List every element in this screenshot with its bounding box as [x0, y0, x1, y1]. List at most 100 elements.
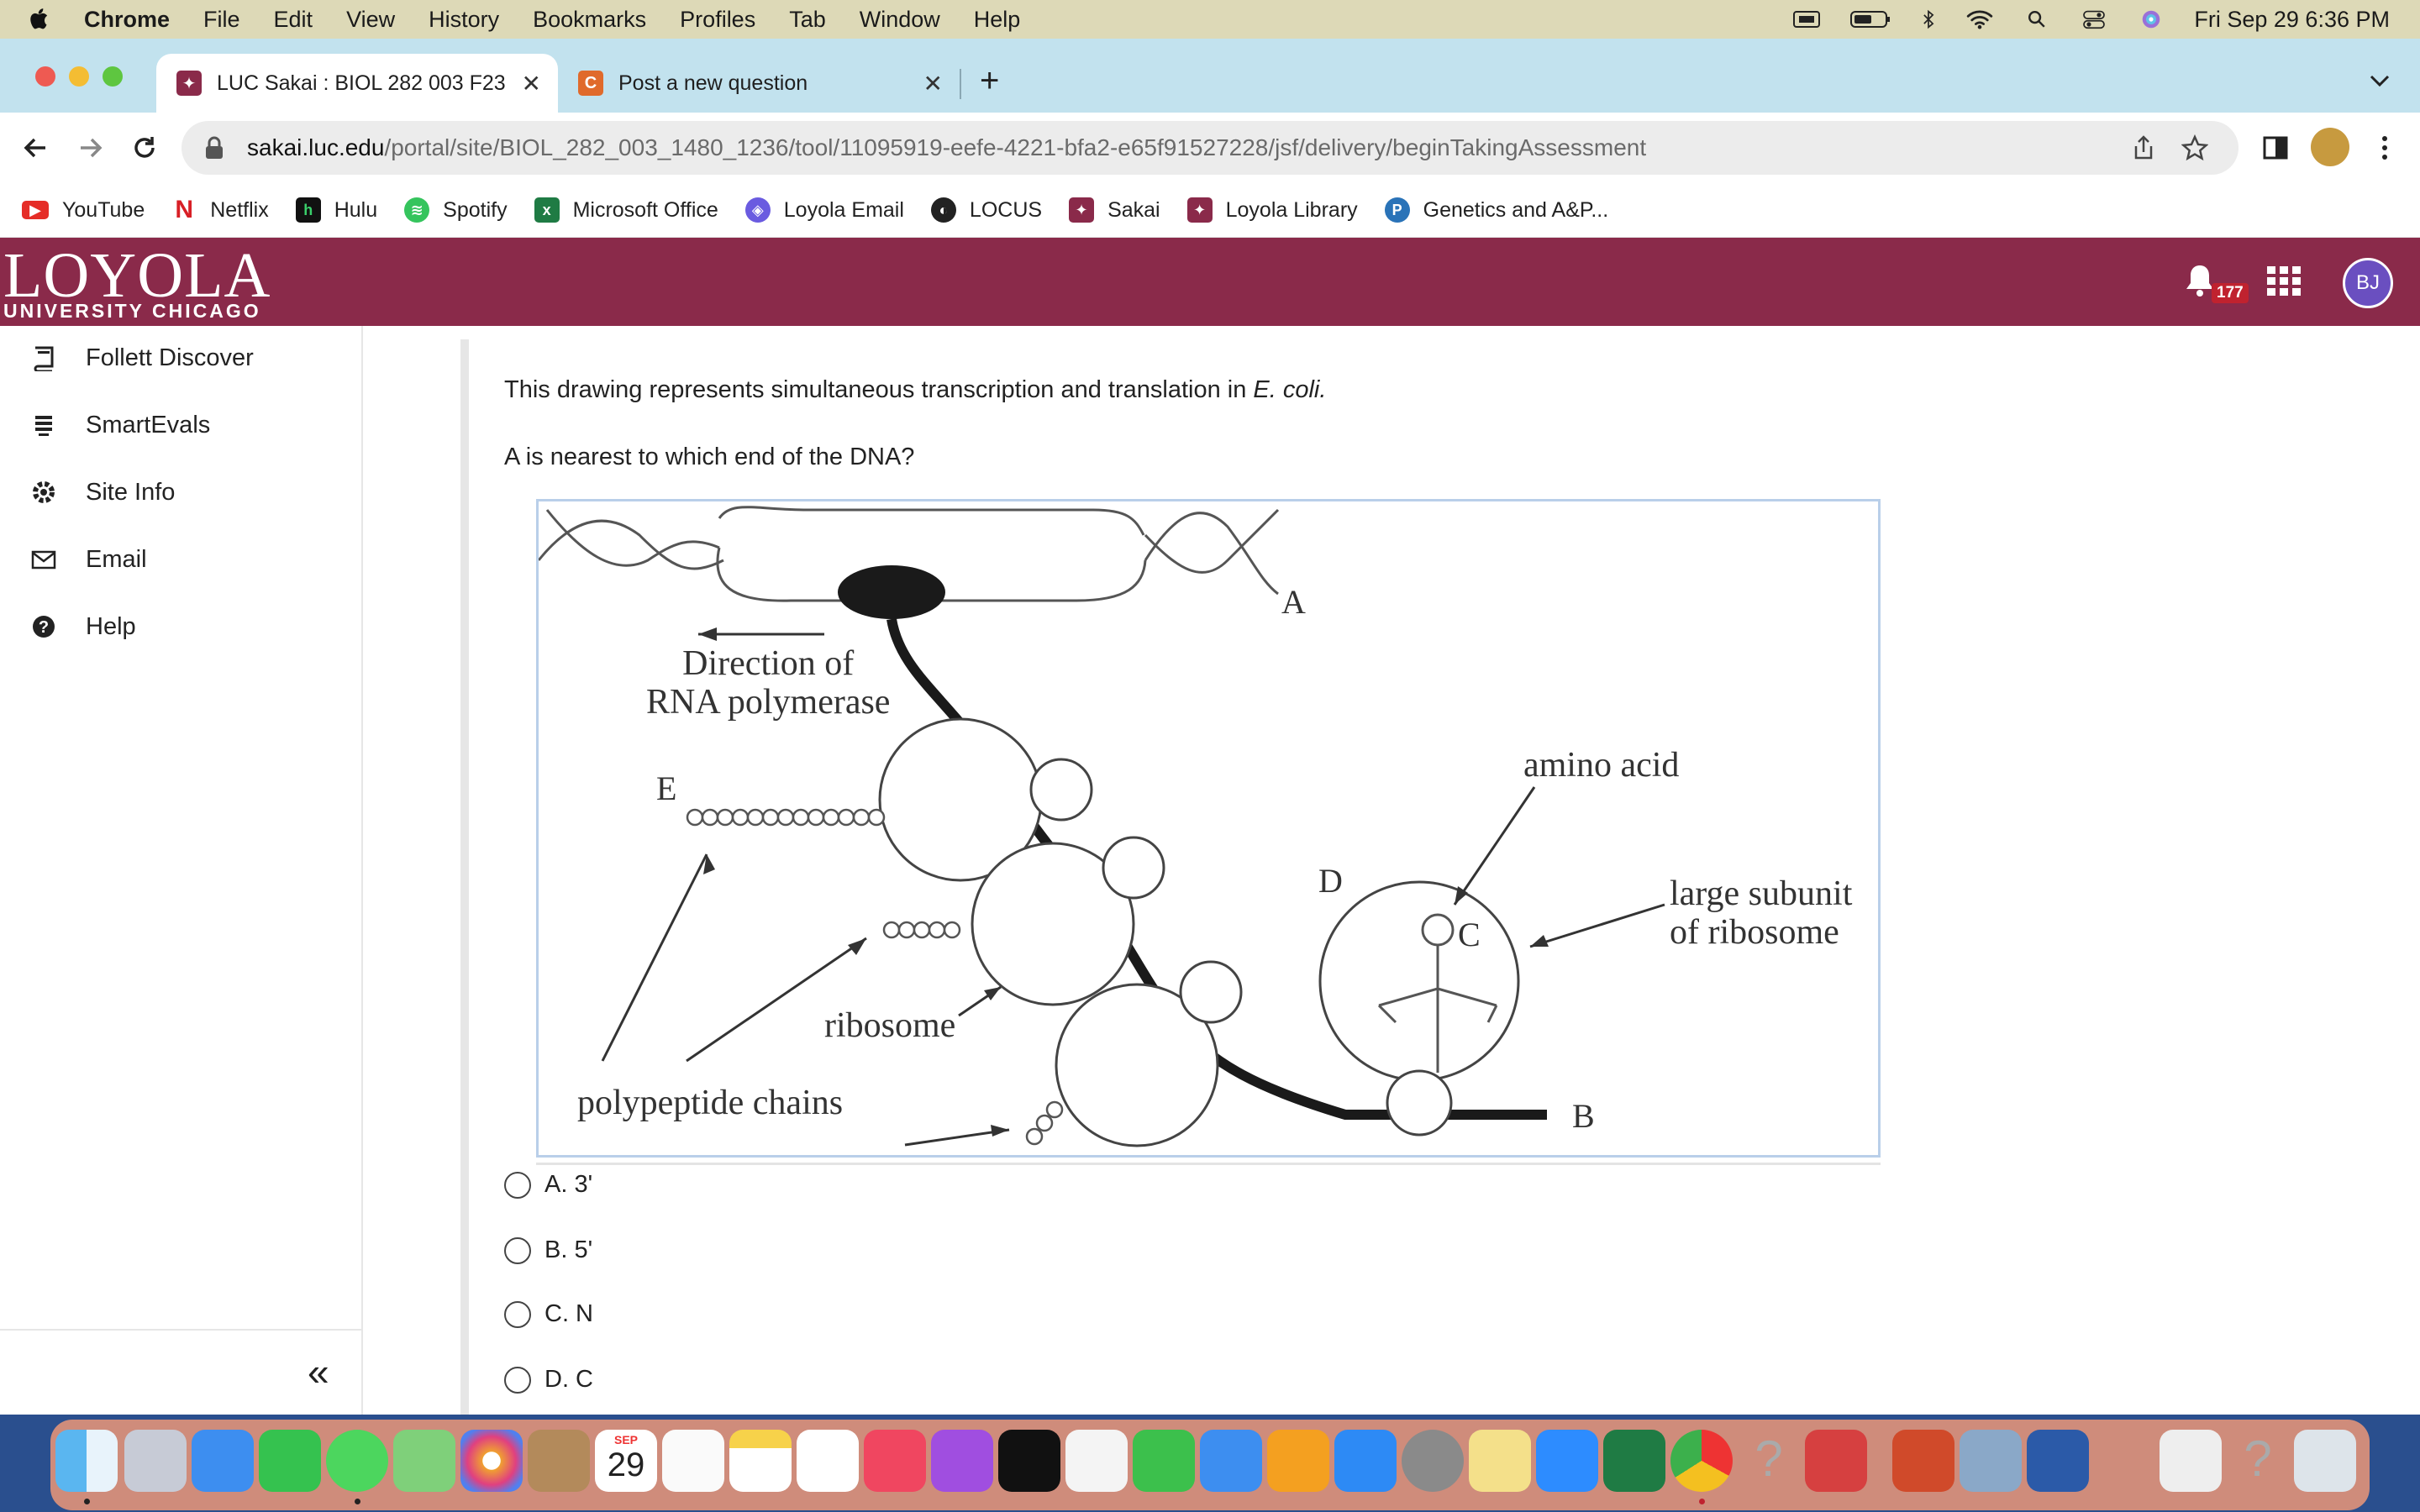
- battery-icon[interactable]: [1849, 9, 1891, 29]
- pages-icon[interactable]: [1267, 1430, 1329, 1492]
- keynote-icon[interactable]: [1200, 1430, 1262, 1492]
- address-bar[interactable]: sakai.luc.edu/portal/site/BIOL_282_003_1…: [182, 121, 2238, 175]
- powerpoint-icon[interactable]: [1892, 1430, 1954, 1492]
- bookmark-sakai[interactable]: ✦Sakai: [1069, 197, 1160, 223]
- photos-icon[interactable]: [460, 1430, 523, 1492]
- notes-icon[interactable]: [729, 1430, 792, 1492]
- radio-button[interactable]: [504, 1366, 531, 1394]
- radio-button[interactable]: [504, 1300, 531, 1328]
- numbers-icon[interactable]: [1133, 1430, 1195, 1492]
- unknown-app-icon[interactable]: ?: [1754, 1431, 1783, 1487]
- bookmark-spotify[interactable]: ≋Spotify: [404, 197, 508, 223]
- trash-icon[interactable]: [2294, 1430, 2356, 1492]
- bookmark-loyola-library[interactable]: ✦Loyola Library: [1186, 197, 1358, 223]
- forward-arrow-icon[interactable]: [76, 133, 106, 163]
- share-icon[interactable]: [2131, 134, 2156, 161]
- menu-history[interactable]: History: [429, 6, 500, 32]
- back-arrow-icon[interactable]: [20, 133, 50, 163]
- dna-bubble-top: [718, 506, 1145, 536]
- contacts-icon[interactable]: [528, 1430, 590, 1492]
- tab-search-chevron-down-icon[interactable]: [2368, 72, 2391, 89]
- new-tab-plus-icon[interactable]: +: [980, 62, 1000, 99]
- menu-help[interactable]: Help: [973, 6, 1021, 32]
- profile-avatar[interactable]: [2311, 128, 2349, 166]
- sidebar-item-site-info[interactable]: Site Info: [0, 467, 175, 517]
- answer-choice-d[interactable]: D. C: [504, 1366, 593, 1394]
- mail-icon[interactable]: [192, 1430, 254, 1492]
- more-vertical-icon[interactable]: [2370, 133, 2400, 163]
- answer-choice-a[interactable]: A. 3': [504, 1171, 592, 1199]
- lock-icon[interactable]: [203, 135, 225, 160]
- answer-choice-b[interactable]: B. 5': [504, 1236, 592, 1264]
- radio-button[interactable]: [504, 1171, 531, 1199]
- maps-icon[interactable]: [393, 1430, 455, 1492]
- collapse-sidebar-icon[interactable]: «: [308, 1350, 329, 1394]
- bookmark-youtube[interactable]: ▶YouTube: [22, 198, 145, 223]
- freeform-icon[interactable]: [797, 1430, 859, 1492]
- stickies-icon[interactable]: [1469, 1430, 1531, 1492]
- menu-datetime[interactable]: Fri Sep 29 6:36 PM: [2194, 6, 2390, 32]
- finder-icon[interactable]: [55, 1430, 118, 1492]
- side-panel-icon[interactable]: [2260, 133, 2291, 163]
- menu-view[interactable]: View: [346, 6, 396, 32]
- answer-choice-c[interactable]: C. N: [504, 1300, 593, 1328]
- control-center-icon[interactable]: [2080, 9, 2108, 29]
- chrome-icon[interactable]: [1670, 1430, 1733, 1492]
- facetime-icon[interactable]: [259, 1430, 321, 1492]
- sidebar-item-smartevals[interactable]: SmartEvals: [0, 400, 210, 450]
- tab-close-icon[interactable]: ✕: [923, 70, 943, 97]
- menu-window[interactable]: Window: [859, 6, 940, 32]
- system-settings-icon[interactable]: [1402, 1430, 1464, 1492]
- messages-icon[interactable]: [326, 1430, 388, 1492]
- zoom-icon[interactable]: [1536, 1430, 1598, 1492]
- bell-icon[interactable]: [2183, 263, 2217, 300]
- sidebar-item-follett-discover[interactable]: Follett Discover: [0, 333, 254, 383]
- window-zoom-button[interactable]: [103, 66, 123, 87]
- launchpad-icon[interactable]: [124, 1430, 187, 1492]
- logo-title[interactable]: LOYOLA: [3, 240, 271, 311]
- word-icon[interactable]: [2027, 1430, 2089, 1492]
- excel-dock-icon[interactable]: [1603, 1430, 1665, 1492]
- sidebar-item-help[interactable]: ? Help: [0, 601, 136, 652]
- menu-edit[interactable]: Edit: [273, 6, 313, 32]
- apple-icon[interactable]: [29, 7, 50, 32]
- user-avatar[interactable]: BJ: [2343, 258, 2393, 308]
- podcasts-icon[interactable]: [931, 1430, 993, 1492]
- tab-close-icon[interactable]: ✕: [521, 70, 541, 97]
- music-icon[interactable]: [864, 1430, 926, 1492]
- siri-icon[interactable]: [2137, 9, 2165, 29]
- bluetooth-icon[interactable]: [1920, 9, 1937, 29]
- bookmark-star-icon[interactable]: [2181, 134, 2208, 161]
- menu-bookmarks[interactable]: Bookmarks: [533, 6, 647, 32]
- menu-file[interactable]: File: [203, 6, 240, 32]
- spotlight-search-icon[interactable]: [2023, 9, 2051, 29]
- bookmark-locus[interactable]: ◐LOCUS: [930, 197, 1042, 223]
- app-store-icon[interactable]: [1334, 1430, 1397, 1492]
- tab-luc-sakai[interactable]: ✦ LUC Sakai : BIOL 282 003 F23 ✕: [156, 54, 558, 113]
- apps-grid-icon[interactable]: [2265, 265, 2302, 298]
- calendar-icon[interactable]: SEP 29: [595, 1430, 657, 1492]
- reload-icon[interactable]: [129, 133, 160, 163]
- reminders-icon[interactable]: [662, 1430, 724, 1492]
- menu-profiles[interactable]: Profiles: [680, 6, 756, 32]
- sidebar-item-email[interactable]: Email: [0, 534, 147, 585]
- tab-post-question[interactable]: C Post a new question ✕: [558, 54, 960, 113]
- display-icon[interactable]: [1792, 9, 1821, 29]
- radio-button[interactable]: [504, 1236, 531, 1264]
- apple-tv-icon[interactable]: [998, 1430, 1060, 1492]
- unknown-stack-icon[interactable]: ?: [2244, 1431, 2272, 1487]
- menu-tab[interactable]: Tab: [789, 6, 826, 32]
- downloads-stack-icon[interactable]: [2160, 1430, 2222, 1492]
- photo-booth-icon[interactable]: [1805, 1430, 1867, 1492]
- wifi-icon[interactable]: [1965, 9, 1994, 29]
- menu-app-name[interactable]: Chrome: [84, 6, 171, 32]
- window-close-button[interactable]: [35, 66, 55, 87]
- preview-icon[interactable]: [1960, 1430, 2022, 1492]
- window-minimize-button[interactable]: [69, 66, 89, 87]
- bookmark-loyola-email[interactable]: ◈Loyola Email: [744, 197, 904, 223]
- news-icon[interactable]: [1065, 1430, 1128, 1492]
